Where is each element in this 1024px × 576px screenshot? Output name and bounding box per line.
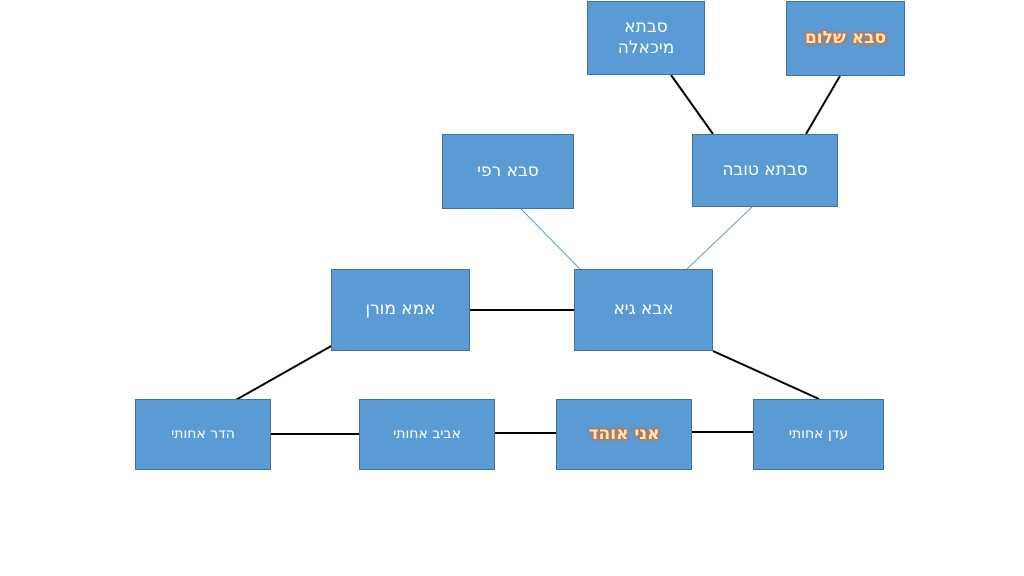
node-label: עדן אחותי — [788, 425, 849, 442]
node-label: אני אוהד — [588, 423, 660, 444]
node-sabta-tova[interactable]: סבתא טובה — [692, 134, 838, 207]
node-label: אמא מורן — [365, 299, 436, 320]
node-sabta-michaela[interactable]: סבתא מיכאלה — [587, 1, 705, 75]
node-label: סבא רפי — [477, 160, 539, 181]
node-ani-ohad[interactable]: אני אוהד — [556, 399, 692, 470]
node-label-line2: מיכאלה — [617, 38, 675, 58]
node-label: סבא שלום — [804, 27, 887, 48]
node-eden[interactable]: עדן אחותי — [753, 399, 884, 470]
node-aviv[interactable]: אביב אחותי — [359, 399, 495, 470]
connector-rafi-guy — [520, 208, 581, 270]
node-label-line1: סבתא — [624, 16, 668, 37]
node-label: אביב אחותי — [393, 425, 461, 442]
connector-guy-eden — [712, 350, 820, 400]
connector-moran-hadar — [226, 344, 334, 406]
node-ima-moran[interactable]: אמא מורן — [331, 269, 470, 351]
node-label: סבתא טובה — [722, 159, 808, 180]
node-saba-rafi[interactable]: סבא רפי — [442, 134, 574, 209]
node-hadar[interactable]: הדר אחותי — [135, 399, 271, 470]
node-saba-shalom[interactable]: סבא שלום — [786, 1, 905, 76]
node-label: אבא גיא — [613, 299, 674, 320]
node-label: הדר אחותי — [171, 425, 235, 442]
connector-tova-guy — [686, 206, 753, 270]
connector-michaela-tova — [670, 74, 714, 135]
node-aba-guy[interactable]: אבא גיא — [574, 269, 713, 351]
connector-shalom-tova — [805, 75, 841, 135]
